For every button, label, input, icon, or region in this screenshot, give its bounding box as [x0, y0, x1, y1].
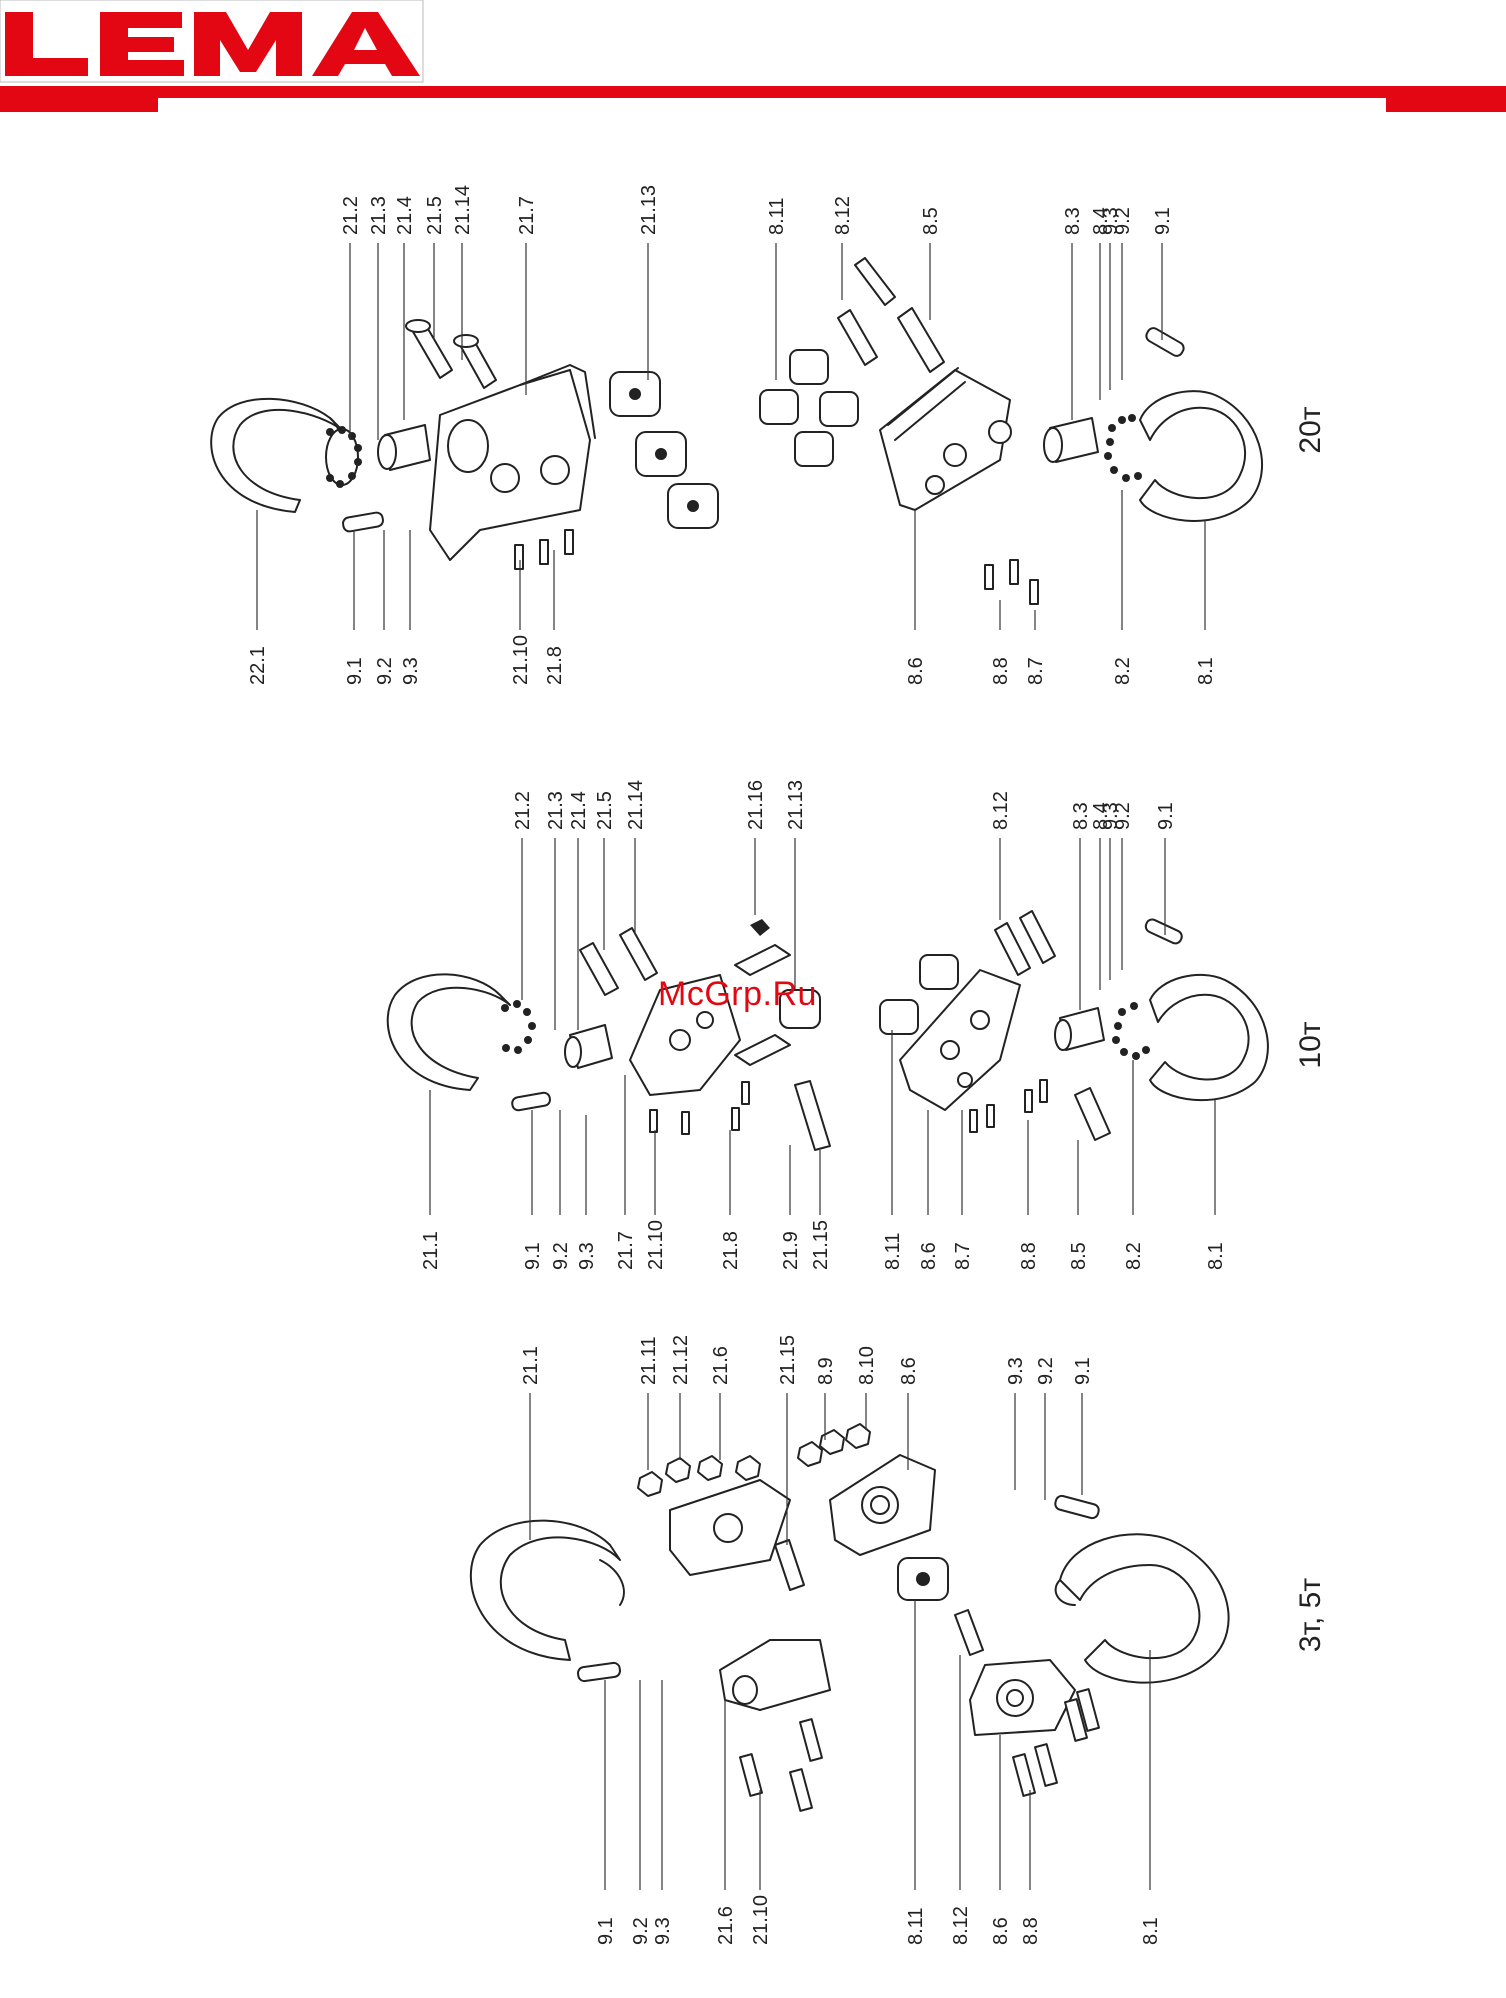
- capacity-label: 10т: [1294, 1021, 1327, 1068]
- part-label: 21.1: [420, 1231, 442, 1270]
- part-label: 8.7: [952, 1242, 974, 1270]
- part-label: 8.6: [990, 1917, 1012, 1945]
- part-label: 21.7: [516, 196, 538, 235]
- part-label: 21.8: [544, 646, 566, 685]
- part-label: 8.10: [856, 1346, 878, 1385]
- part-label: 8.7: [1025, 657, 1047, 685]
- part-label: 9.2: [630, 1917, 652, 1945]
- part-label: 9.3: [1005, 1357, 1027, 1385]
- part-label: 21.15: [777, 1335, 799, 1385]
- part-label: 8.1: [1195, 657, 1217, 685]
- part-label: 21.15: [810, 1220, 832, 1270]
- watermark: McGrp.Ru: [658, 975, 817, 1013]
- part-label: 21.4: [394, 196, 416, 235]
- part-label: 9.1: [1155, 802, 1177, 830]
- part-label: 9.3: [400, 657, 422, 685]
- part-label: 9.2: [550, 1242, 572, 1270]
- part-label: 9.3: [1100, 802, 1122, 830]
- diagram-20t-parts: [210, 257, 1264, 605]
- part-label: 21.14: [452, 185, 474, 235]
- part-label: 8.8: [1018, 1242, 1040, 1270]
- part-label: 8.1: [1205, 1242, 1227, 1270]
- lema-logo: [0, 0, 424, 83]
- part-label: 21.1: [520, 1346, 542, 1385]
- part-label: 21.13: [785, 780, 807, 830]
- part-label: 8.3: [1062, 207, 1084, 235]
- part-label: 9.2: [1112, 207, 1134, 235]
- part-label: 8.2: [1112, 657, 1134, 685]
- part-label: 9.1: [1152, 207, 1174, 235]
- part-label: 8.5: [1068, 1242, 1090, 1270]
- part-label: 21.3: [545, 791, 567, 830]
- part-label: 9.3: [652, 1917, 674, 1945]
- part-label: 8.6: [905, 657, 927, 685]
- part-label: 8.4: [1090, 207, 1112, 235]
- capacity-label: 20т: [1294, 406, 1327, 453]
- part-label: 9.2: [1035, 1357, 1057, 1385]
- part-label: 8.3: [1070, 802, 1092, 830]
- part-label: 21.13: [638, 185, 660, 235]
- part-label: 9.2: [1112, 802, 1134, 830]
- header-red-bar-right: [1386, 98, 1506, 112]
- capacity-label: 3т, 5т: [1294, 1578, 1327, 1652]
- part-label: 8.6: [898, 1357, 920, 1385]
- part-label: 9.3: [576, 1242, 598, 1270]
- part-label: 8.12: [832, 196, 854, 235]
- part-label: 8.5: [920, 207, 942, 235]
- part-label: 8.11: [766, 198, 788, 235]
- part-label: 8.4: [1090, 802, 1112, 830]
- part-label: 8.1: [1140, 1917, 1162, 1945]
- part-label: 8.11: [882, 1233, 904, 1270]
- diagram-10t-parts: [386, 910, 1269, 1151]
- part-label: 21.5: [424, 196, 446, 235]
- part-label: 21.5: [594, 791, 616, 830]
- part-label: 21.2: [340, 196, 362, 235]
- part-label: 21.6: [710, 1346, 732, 1385]
- part-label: 21.6: [715, 1906, 737, 1945]
- part-label: 21.14: [625, 780, 647, 830]
- part-label: 21.8: [720, 1231, 742, 1270]
- part-label: 22.1: [247, 646, 269, 685]
- part-label: 8.2: [1123, 1242, 1145, 1270]
- part-label: 21.12: [670, 1335, 692, 1385]
- part-label: 9.2: [374, 657, 396, 685]
- part-label: 8.9: [815, 1357, 837, 1385]
- header-red-bar-left: [0, 98, 158, 112]
- part-label: 21.9: [780, 1231, 802, 1270]
- part-label: 9.1: [344, 657, 366, 685]
- part-label: 21.10: [750, 1895, 772, 1945]
- part-label: 21.11: [638, 1336, 660, 1385]
- part-label: 8.6: [918, 1242, 940, 1270]
- part-label: 21.10: [645, 1220, 667, 1270]
- part-label: 9.3: [1100, 207, 1122, 235]
- diagram-3t-5t-parts: [469, 1423, 1230, 1812]
- part-label: 9.1: [522, 1242, 544, 1270]
- part-label: 8.11: [905, 1908, 927, 1945]
- part-label: 8.8: [1020, 1917, 1042, 1945]
- part-label: 21.10: [510, 635, 532, 685]
- part-label: 8.8: [990, 657, 1012, 685]
- part-label: 8.12: [990, 791, 1012, 830]
- header-red-bar: [0, 86, 1506, 98]
- part-label: 8.12: [950, 1906, 972, 1945]
- part-label: 9.1: [1072, 1357, 1094, 1385]
- part-label: 21.4: [568, 791, 590, 830]
- part-label: 21.3: [368, 196, 390, 235]
- part-label: 21.7: [615, 1231, 637, 1270]
- part-label: 21.2: [512, 791, 534, 830]
- part-label: 21.16: [745, 780, 767, 830]
- part-label: 9.1: [595, 1917, 617, 1945]
